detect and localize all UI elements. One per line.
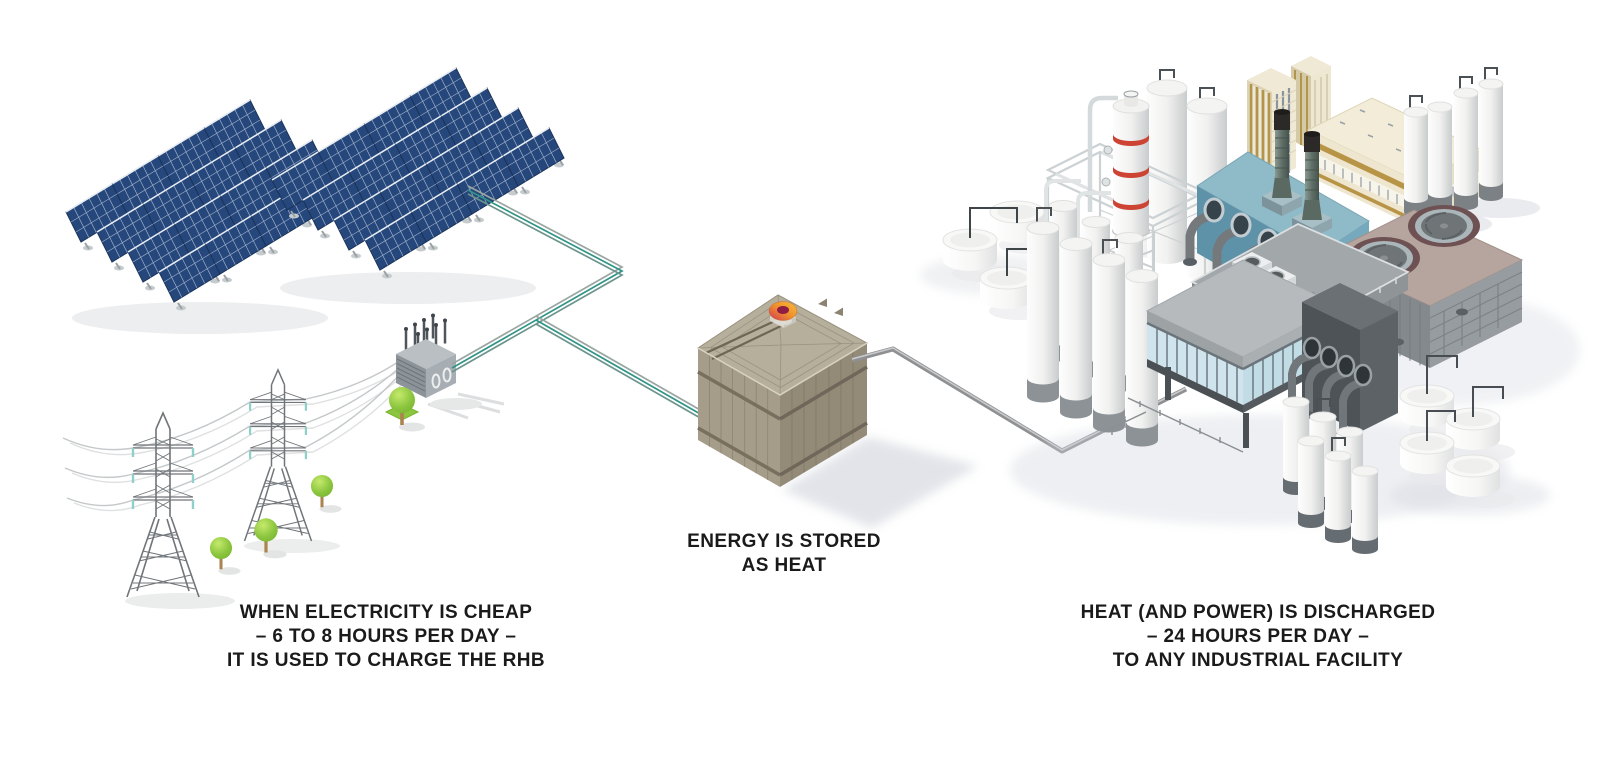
distillation-column <box>1087 90 1155 320</box>
caption-charge-line-3: IT IS USED TO CHARGE THE RHB <box>226 650 546 671</box>
caption-discharge: HEAT (AND POWER) IS DISCHARGED – 24 HOUR… <box>1081 601 1436 673</box>
caption-discharge-line-3: TO ANY INDUSTRIAL FACILITY <box>1112 650 1404 671</box>
caption-charge-line-2: – 6 TO 8 HOURS PER DAY – <box>255 626 517 647</box>
caption-discharge-line-2: – 24 HOURS PER DAY – <box>1146 626 1370 647</box>
tower-shadow <box>125 593 235 609</box>
rhb-ring-logo <box>768 301 798 328</box>
solar-array-left-shadow <box>72 302 328 334</box>
chimney-stacks <box>1262 109 1332 238</box>
caption-store: ENERGY IS STORED AS HEAT <box>687 530 881 578</box>
storage-tanks-right <box>1399 355 1516 509</box>
caption-store-line-2: AS HEAT <box>741 555 827 576</box>
tower-shadow <box>244 539 340 553</box>
cooling-fan-unit <box>1320 205 1524 368</box>
rhb-shadow <box>782 437 978 528</box>
cooling-fan <box>1415 209 1473 243</box>
power-wires <box>62 361 408 512</box>
trees <box>209 387 425 575</box>
rhb-heat-battery <box>697 294 978 528</box>
solar-array-right <box>272 68 564 279</box>
caption-store-line-1: ENERGY IS STORED <box>687 531 881 552</box>
transmission-tower-2 <box>243 368 313 543</box>
solar-array-right-shadow <box>280 272 536 304</box>
transformer-substation <box>396 313 505 420</box>
industrial-facility <box>920 56 1580 554</box>
caption-charge: WHEN ELECTRICITY IS CHEAP – 6 TO 8 HOURS… <box>227 601 545 673</box>
facility-boiler-cylinders <box>1026 200 1159 447</box>
power-line-bundle <box>451 185 717 428</box>
caption-charge-line-1: WHEN ELECTRICITY IS CHEAP <box>239 602 533 623</box>
caption-discharge-line-1: HEAT (AND POWER) IS DISCHARGED <box>1080 602 1436 623</box>
front-cylinders <box>1282 396 1379 554</box>
exhaust-pipe-tower <box>1285 283 1398 437</box>
